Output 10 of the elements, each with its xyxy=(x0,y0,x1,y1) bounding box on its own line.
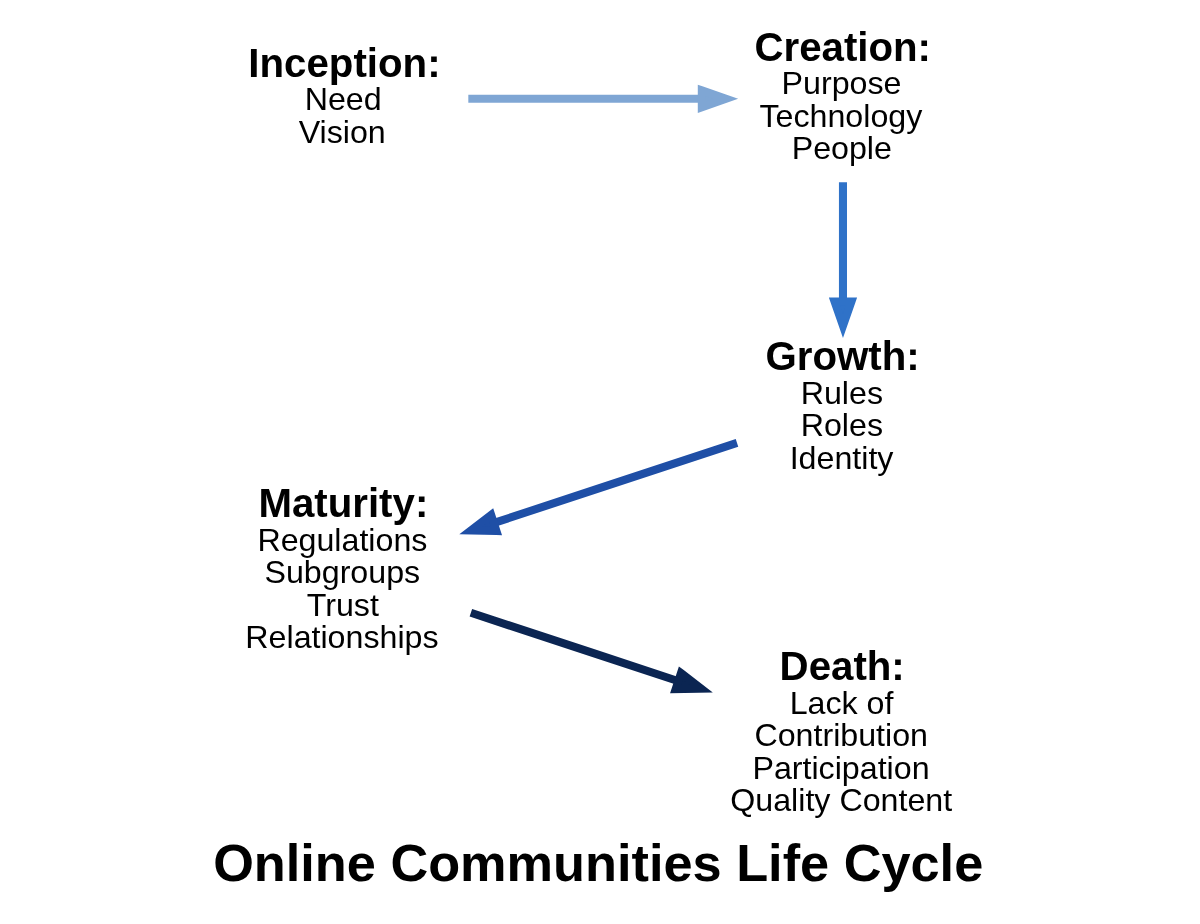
arrow xyxy=(458,439,738,536)
node-text: Creation: Purpose Technology People xyxy=(753,24,931,166)
arrow xyxy=(469,608,713,694)
node-text: Growth: Rules Roles Identity xyxy=(765,334,920,476)
node-text: Inception: Need Vision xyxy=(247,40,441,150)
arrow xyxy=(828,182,857,338)
node-text: Death: Lack of Contribution Participation Quality Content xyxy=(729,644,952,818)
node-text: Maturity: Regulations Subgroups Trust Relationships xyxy=(244,481,439,655)
arrow xyxy=(467,84,738,113)
diagram-title: Online Communities Life Cycle xyxy=(212,834,983,893)
